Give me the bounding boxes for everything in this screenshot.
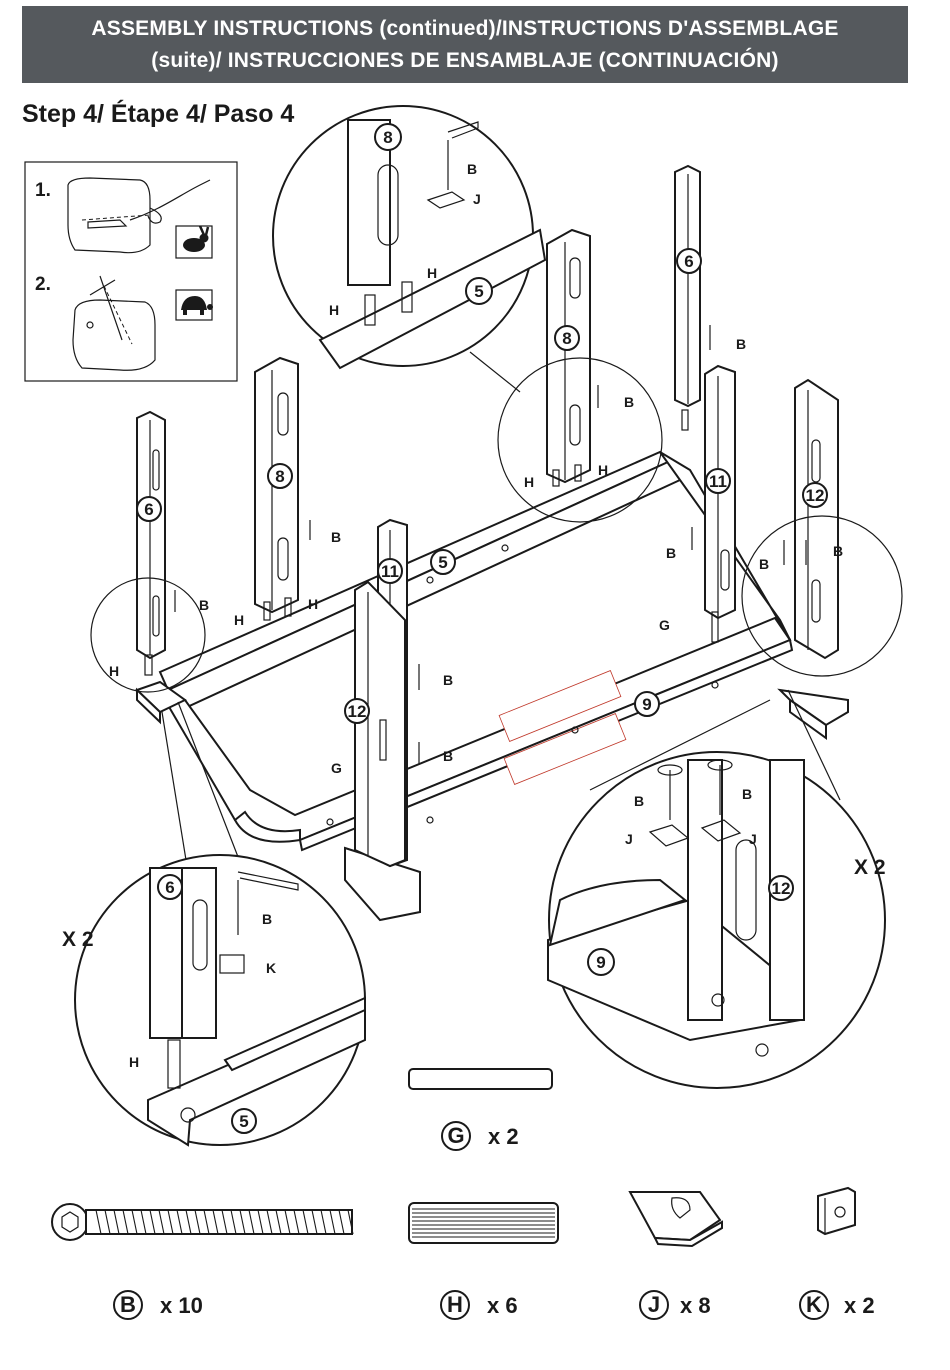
label-b-r1: B [736, 336, 746, 352]
label-g-c: G [331, 760, 342, 776]
label-h-top-r: H [427, 265, 437, 281]
label-j-z1: J [625, 831, 633, 847]
label-k-zl: K [266, 960, 276, 976]
label-b-z1: B [742, 786, 752, 802]
label-b-l2: B [199, 597, 209, 613]
badge-5-top: 5 [474, 282, 483, 301]
parts-g-qty: x 2 [488, 1124, 519, 1149]
label-b-r4: B [759, 556, 769, 572]
badge-5-center: 5 [438, 553, 447, 572]
block-k-icon [818, 1188, 855, 1234]
badge-12-right: 12 [806, 486, 825, 505]
label-j-z2: J [749, 831, 757, 847]
badge-11-center: 11 [381, 562, 399, 581]
badge-9-zoom: 9 [596, 953, 605, 972]
parts-k-qty: x 2 [844, 1293, 875, 1318]
post-8-right [547, 230, 590, 482]
label-h-top-l: H [329, 302, 339, 318]
label-h-r2: H [524, 474, 534, 490]
multiplier-left: X 2 [62, 928, 94, 951]
label-h-zl: H [129, 1054, 139, 1070]
parts-h-letter: H [447, 1292, 463, 1317]
label-b-c1: B [443, 672, 453, 688]
label-b-r5: B [833, 543, 843, 559]
parts-j-letter: J [648, 1292, 660, 1317]
label-h-l1: H [308, 596, 318, 612]
bracket-j-icon [630, 1192, 722, 1246]
label-h-l2: H [234, 612, 244, 628]
badge-8-top: 8 [383, 128, 392, 147]
label-b-r2: B [624, 394, 634, 410]
parts-h-qty: x 6 [487, 1293, 518, 1318]
rabbit-icon [176, 226, 212, 258]
screw-inset: 1. 2. [25, 162, 237, 381]
post-6-left [137, 412, 165, 658]
badge-8-right: 8 [562, 329, 571, 348]
label-b-c2: B [443, 748, 453, 764]
turtle-icon [176, 290, 213, 320]
badge-6-right: 6 [684, 252, 693, 271]
badge-5-zoom: 5 [239, 1112, 248, 1131]
parts-b-letter: B [120, 1292, 136, 1317]
multiplier-right: X 2 [854, 856, 886, 879]
parts-k-letter: K [806, 1292, 822, 1317]
badge-12-zoom: 12 [772, 879, 791, 898]
label-g-r: G [659, 617, 670, 633]
label-h-r1: H [598, 462, 608, 478]
label-b-l1: B [331, 529, 341, 545]
label-j-top: J [473, 191, 481, 207]
parts-b-qty: x 10 [160, 1293, 203, 1318]
post-6-right [675, 166, 700, 406]
parts-g-letter: G [447, 1123, 464, 1148]
badge-6-zoom: 6 [165, 878, 174, 897]
zoom-top [273, 106, 545, 392]
label-h-l3: H [109, 663, 119, 679]
label-b-r3: B [666, 545, 676, 561]
parts-j-qty: x 8 [680, 1293, 711, 1318]
label-b-top: B [467, 161, 477, 177]
badge-6-left: 6 [144, 500, 153, 519]
label-b-z2: B [634, 793, 644, 809]
badge-9-main: 9 [642, 695, 651, 714]
inset-step-2: 2. [35, 274, 51, 295]
badge-8-left: 8 [275, 467, 284, 486]
badge-11-right: 11 [709, 472, 727, 491]
screw-b-icon [52, 1204, 352, 1240]
badge-12-center: 12 [348, 702, 367, 721]
inset-step-1: 1. [35, 180, 51, 201]
label-b-zl: B [262, 911, 272, 927]
dowel-g-icon [409, 1069, 552, 1089]
